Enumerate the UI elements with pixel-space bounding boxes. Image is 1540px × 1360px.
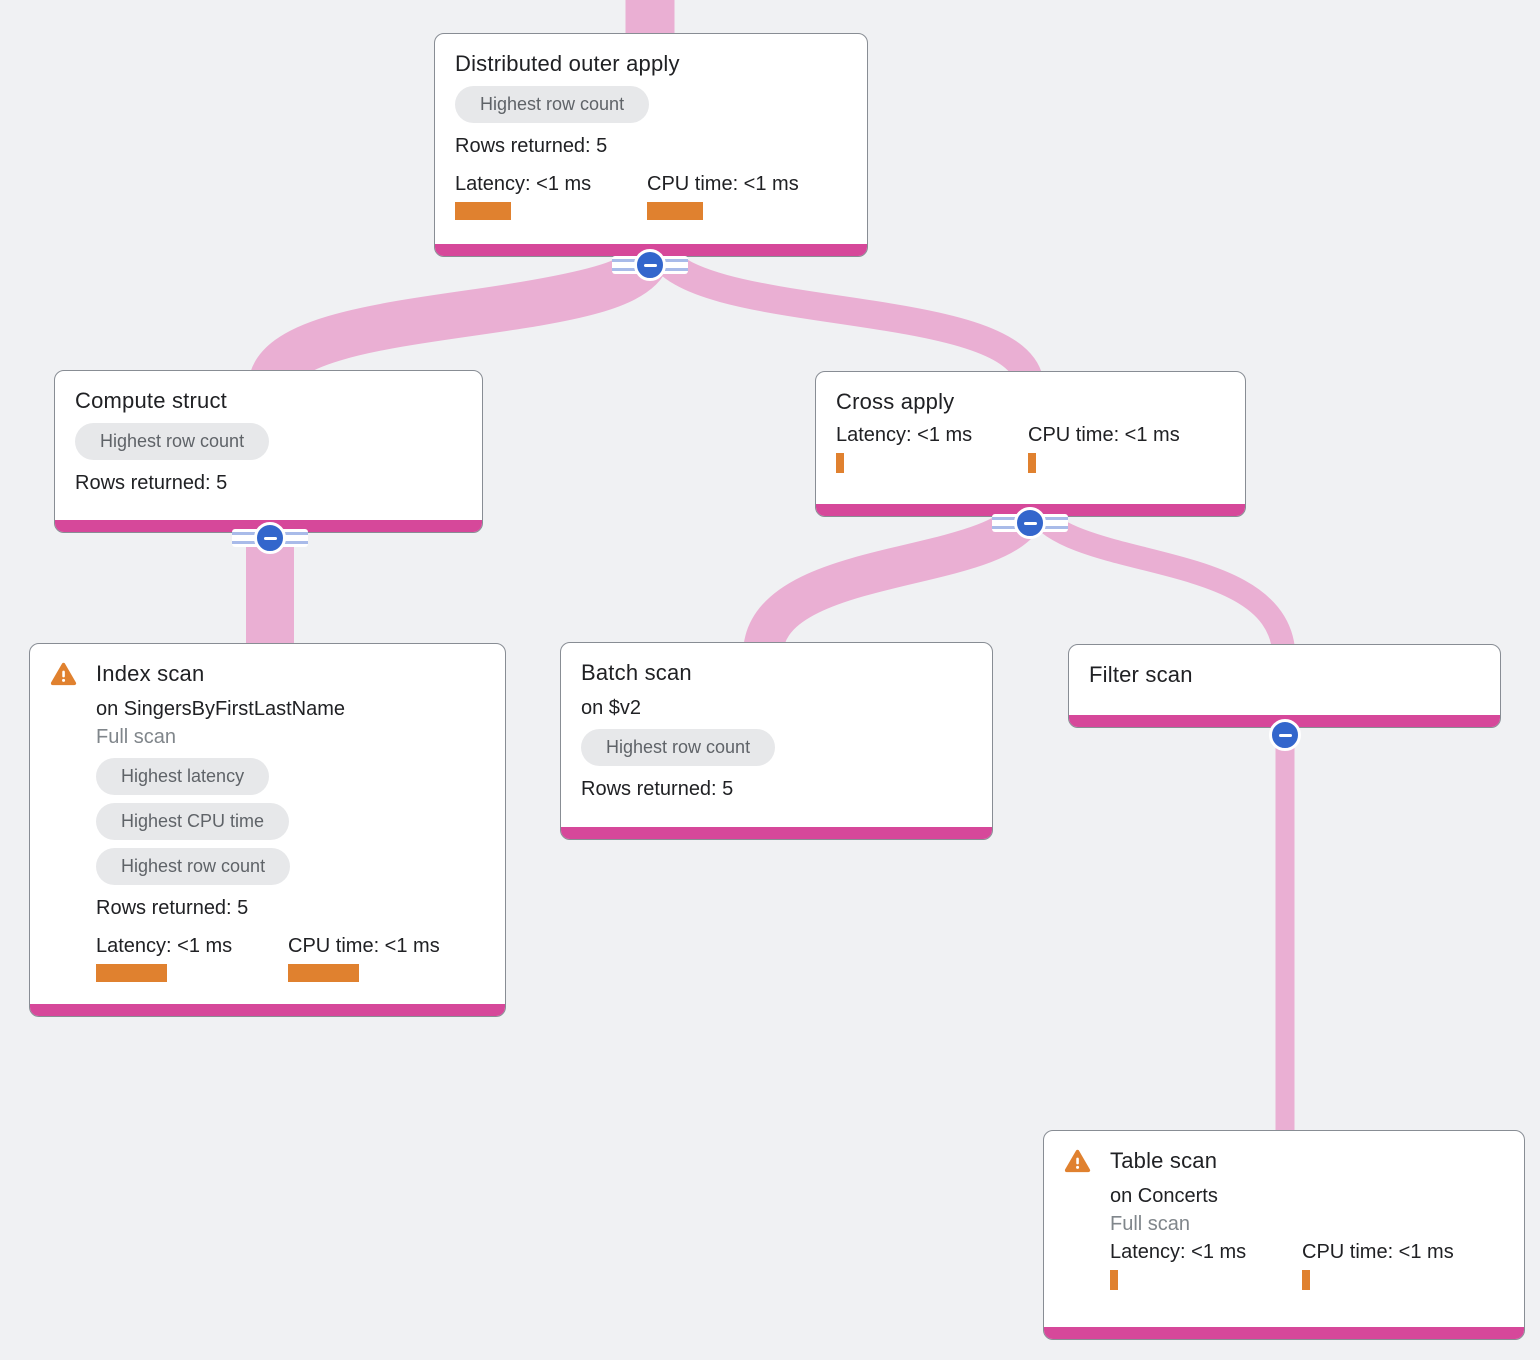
badge-highest-row-count: Highest row count — [96, 848, 291, 885]
node-title: Compute struct — [75, 388, 227, 413]
node-bottom-bar — [1044, 1327, 1524, 1339]
node-title: Index scan — [96, 661, 205, 686]
latency-bar — [836, 453, 844, 473]
plan-node-batch-scan[interactable]: Batch scan on $v2 Highest row count Rows… — [560, 642, 993, 840]
warning-icon — [50, 662, 77, 692]
node-title: Batch scan — [581, 660, 692, 685]
badge-highest-latency: Highest latency — [96, 758, 270, 795]
collapse-button-compute-struct[interactable] — [232, 522, 308, 554]
node-bottom-bar — [561, 827, 992, 839]
collapse-minus-icon[interactable] — [634, 249, 666, 281]
collapse-button-distributed-outer-apply[interactable] — [612, 249, 688, 281]
warning-icon — [1064, 1149, 1091, 1179]
latency-bar — [96, 964, 167, 982]
collapse-minus-icon[interactable] — [254, 522, 286, 554]
node-title: Table scan — [1110, 1148, 1218, 1173]
latency-label: Latency: <1 ms — [1110, 1241, 1247, 1263]
plan-node-distributed-outer-apply[interactable]: Distributed outer apply Highest row coun… — [434, 33, 868, 257]
node-title: Cross apply — [836, 389, 955, 414]
node-title: Filter scan — [1089, 662, 1193, 687]
cpu-time-bar — [1302, 1270, 1310, 1290]
plan-node-table-scan[interactable]: Table scan on Concerts Full scan Latency… — [1043, 1130, 1525, 1340]
latency-label: Latency: <1 ms — [96, 935, 233, 957]
badge-highest-row-count: Highest row count — [455, 86, 650, 123]
edge-distributed-to-compute — [248, 245, 671, 393]
cpu-time-bar — [1028, 453, 1036, 473]
scan-target: on SingersByFirstLastName — [96, 698, 345, 720]
rows-returned: Rows returned: 5 — [581, 778, 734, 800]
rows-returned: Rows returned: 5 — [75, 472, 228, 494]
scan-target: on Concerts — [1110, 1185, 1218, 1207]
scan-target: on $v2 — [581, 697, 642, 719]
badge-highest-row-count: Highest row count — [581, 729, 776, 766]
plan-node-compute-struct[interactable]: Compute struct Highest row count Rows re… — [54, 370, 483, 533]
cpu-time-label: CPU time: <1 ms — [1028, 424, 1180, 446]
scan-type: Full scan — [1110, 1213, 1191, 1235]
latency-bar — [1110, 1270, 1118, 1290]
latency-label: Latency: <1 ms — [836, 424, 973, 446]
plan-node-cross-apply[interactable]: Cross apply Latency: <1 ms CPU time: <1 … — [815, 371, 1246, 517]
scan-type: Full scan — [96, 726, 177, 748]
rows-returned: Rows returned: 5 — [96, 897, 249, 919]
badge-highest-row-count: Highest row count — [75, 423, 270, 460]
node-bottom-bar — [30, 1004, 505, 1016]
cpu-time-label: CPU time: <1 ms — [647, 173, 799, 195]
latency-bar — [455, 202, 511, 220]
collapse-button-filter-scan[interactable] — [1247, 719, 1323, 751]
cpu-time-bar — [288, 964, 359, 982]
edge-cross-to-filter — [1027, 504, 1296, 659]
edge-distributed-to-cross — [646, 242, 1044, 390]
plan-node-index-scan[interactable]: Index scan on SingersByFirstLastName Ful… — [29, 643, 506, 1017]
plan-node-filter-scan[interactable]: Filter scan — [1068, 644, 1501, 728]
node-title: Distributed outer apply — [455, 51, 680, 76]
badge-highest-cpu-time: Highest CPU time — [96, 803, 290, 840]
rows-returned: Rows returned: 5 — [455, 135, 608, 157]
cpu-time-label: CPU time: <1 ms — [1302, 1241, 1454, 1263]
latency-label: Latency: <1 ms — [455, 173, 592, 195]
cpu-time-label: CPU time: <1 ms — [288, 935, 440, 957]
edge-cross-to-batch — [743, 501, 1045, 658]
collapse-minus-icon[interactable] — [1014, 507, 1046, 539]
collapse-button-cross-apply[interactable] — [992, 507, 1068, 539]
collapse-minus-icon[interactable] — [1269, 719, 1301, 751]
cpu-time-bar — [647, 202, 703, 220]
